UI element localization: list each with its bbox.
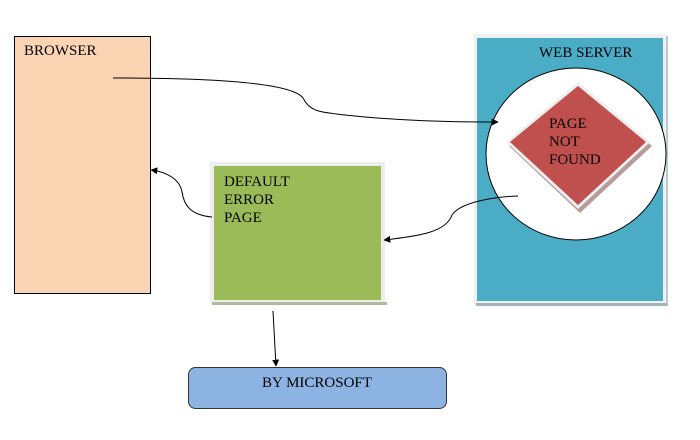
edge-error-page-to-microsoft xyxy=(272,310,280,367)
web-server-shadow-right xyxy=(666,36,668,305)
browser-label: BROWSER xyxy=(24,43,97,59)
by-microsoft-node: BY MICROSOFT xyxy=(188,367,447,409)
edge-browser-to-web-server xyxy=(112,77,499,126)
by-microsoft-label: BY MICROSOFT xyxy=(262,375,372,391)
page-not-found-line-3: FOUND xyxy=(549,152,601,168)
by-microsoft-box xyxy=(188,367,447,409)
error-page-line-2: ERROR xyxy=(224,192,274,208)
error-page-box xyxy=(214,166,381,300)
web-server-label: WEB SERVER xyxy=(539,45,632,61)
page-not-found-diamond xyxy=(510,86,646,205)
page-not-found-line-1: PAGE xyxy=(549,116,587,132)
edge-web-server-to-error-page xyxy=(383,195,519,243)
error-page-shadow xyxy=(212,302,387,305)
default-error-page-node: DEFAULT ERROR PAGE xyxy=(210,162,387,305)
web-server-shadow xyxy=(476,303,668,306)
edge-error-page-to-browser xyxy=(150,167,213,218)
browser-box xyxy=(14,36,151,294)
error-page-line-3: PAGE xyxy=(224,210,262,226)
page-not-found-line-2: NOT xyxy=(549,134,580,150)
error-page-line-1: DEFAULT xyxy=(224,174,290,190)
browser-node: BROWSER xyxy=(14,36,151,294)
web-server-node: WEB SERVER PAGE NOT FOUND xyxy=(474,34,668,306)
